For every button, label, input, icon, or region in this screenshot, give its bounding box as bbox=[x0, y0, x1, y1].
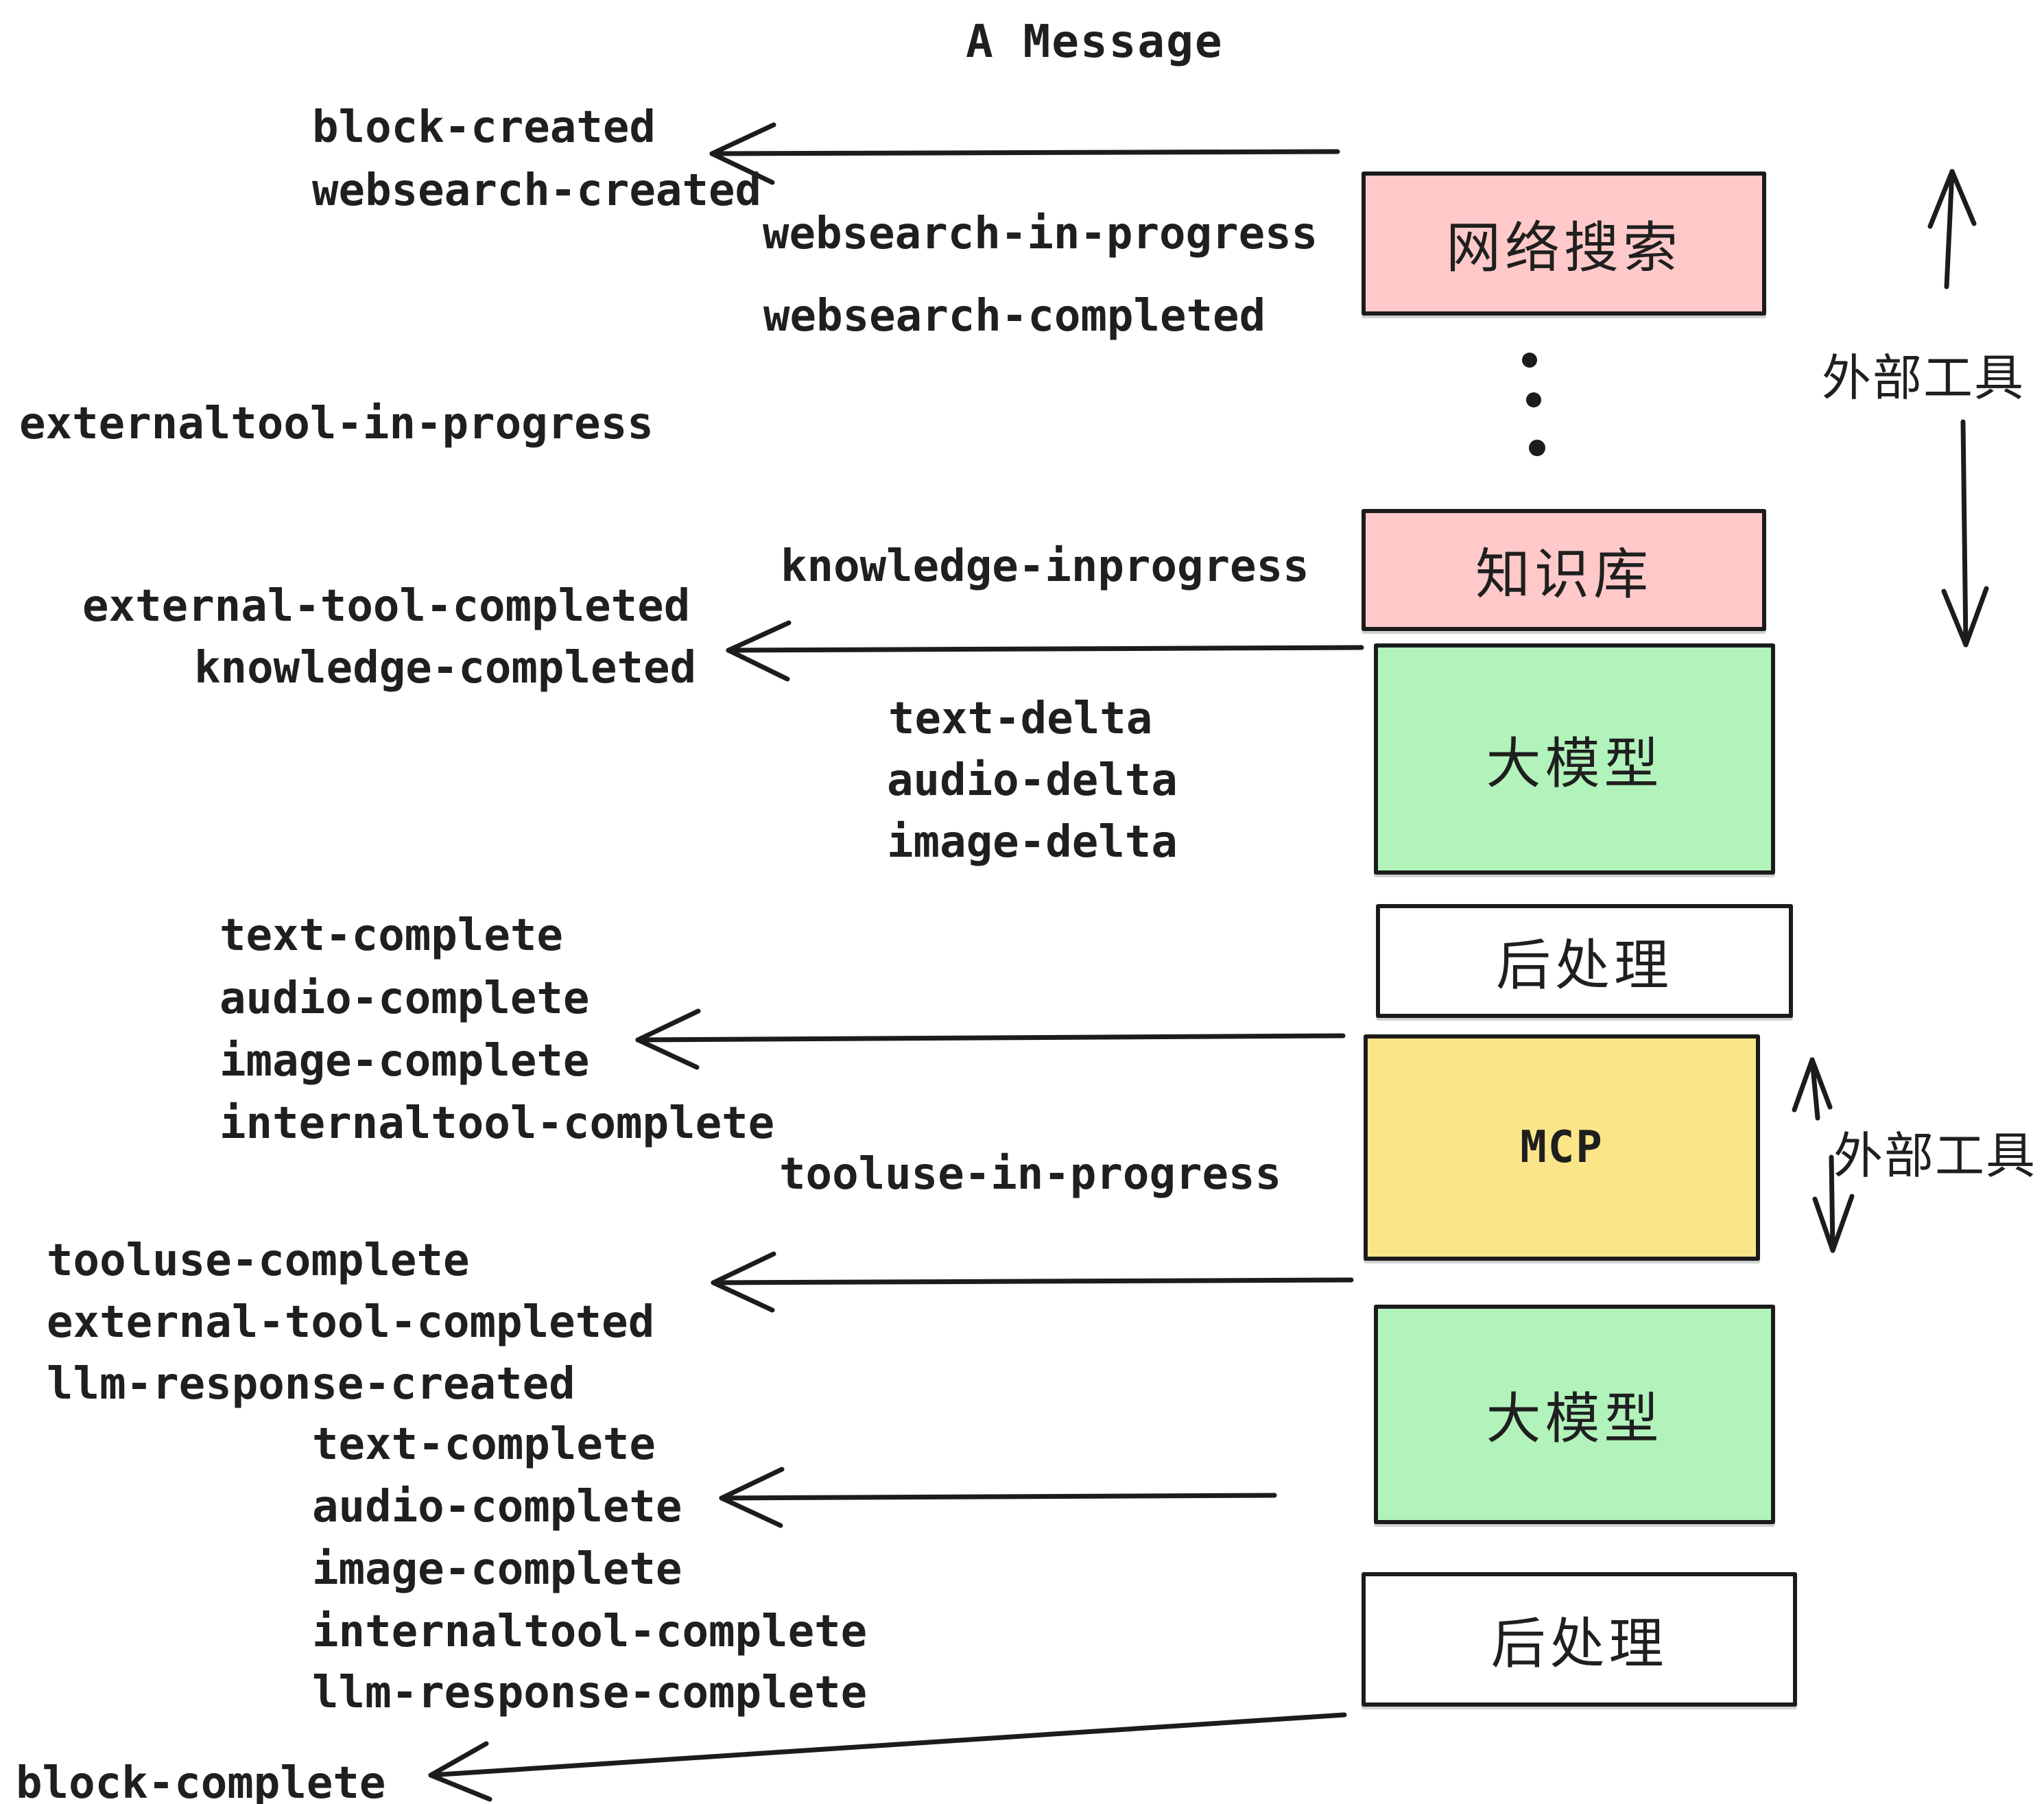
event-label-tooluse-in-progress: tooluse-in-progress bbox=[779, 1149, 1282, 1200]
event-label-audio-complete-2: audio-complete bbox=[312, 1482, 682, 1532]
event-label-text-complete-2: text-complete bbox=[312, 1419, 656, 1470]
event-label-tooluse-complete: tooluse-complete bbox=[47, 1235, 470, 1286]
box-mcp-label: MCP bbox=[1520, 1122, 1604, 1173]
external-tools-down-arrow bbox=[1941, 419, 1989, 648]
event-label-internaltool-complete-2: internaltool-complete bbox=[312, 1606, 868, 1657]
box-llm-1-label: 大模型 bbox=[1486, 731, 1663, 796]
box-postprocess-2: 后处理 bbox=[1362, 1572, 1797, 1707]
event-label-llm-response-complete: llm-response-complete bbox=[312, 1667, 868, 1718]
mcp-external-tools-up-arrow bbox=[1792, 1057, 1833, 1121]
box-knowledge: 知识库 bbox=[1362, 509, 1766, 631]
event-label-image-delta-1: image-delta bbox=[887, 817, 1178, 868]
event-label-text-delta-1: text-delta bbox=[888, 693, 1153, 744]
event-label-externaltool-in-progress: externaltool-in-progress bbox=[19, 399, 654, 449]
event-label-internaltool-complete-1: internaltool-complete bbox=[219, 1098, 775, 1149]
event-label-external-tool-completed-1: external-tool-completed bbox=[82, 581, 691, 632]
box-websearch: 网络搜索 bbox=[1362, 171, 1766, 316]
event-label-image-complete-2: image-complete bbox=[312, 1544, 682, 1595]
event-label-block-complete: block-complete bbox=[16, 1758, 386, 1804]
box-mcp: MCP bbox=[1364, 1034, 1760, 1261]
box-postprocess-1: 后处理 bbox=[1376, 904, 1793, 1018]
box-llm-1: 大模型 bbox=[1374, 643, 1775, 875]
event-label-text-complete-1: text-complete bbox=[219, 910, 563, 961]
box-llm-2-label: 大模型 bbox=[1486, 1387, 1663, 1451]
event-label-websearch-created: websearch-created bbox=[312, 165, 762, 216]
box-llm-2: 大模型 bbox=[1374, 1305, 1775, 1524]
box-postprocess-2-label: 后处理 bbox=[1490, 1612, 1668, 1676]
arrow-to-tooluse-complete bbox=[711, 1251, 1354, 1313]
event-label-image-complete-1: image-complete bbox=[219, 1036, 590, 1087]
side-label-external-tools-1: 外部工具 bbox=[1822, 349, 2025, 407]
event-label-llm-response-created: llm-response-created bbox=[47, 1359, 575, 1410]
event-label-external-tool-completed-2: external-tool-completed bbox=[47, 1297, 655, 1348]
event-label-audio-delta-1: audio-delta bbox=[887, 755, 1178, 806]
event-label-websearch-completed: websearch-completed bbox=[763, 291, 1266, 342]
event-label-audio-complete-1: audio-complete bbox=[219, 973, 590, 1024]
external-tools-up-arrow bbox=[1927, 169, 1977, 289]
arrow-to-block-created bbox=[709, 122, 1340, 185]
event-label-websearch-in-progress: websearch-in-progress bbox=[763, 209, 1318, 259]
vertical-ellipsis-icon bbox=[1522, 353, 1545, 456]
box-knowledge-label: 知识库 bbox=[1475, 543, 1652, 606]
box-websearch-label: 网络搜索 bbox=[1446, 216, 1682, 280]
event-label-block-created: block-created bbox=[312, 102, 656, 153]
arrow-to-knowledge-completed bbox=[726, 620, 1364, 682]
event-label-knowledge-completed: knowledge-completed bbox=[194, 643, 697, 693]
event-label-knowledge-inprogress: knowledge-inprogress bbox=[781, 541, 1309, 592]
diagram-title: A Message bbox=[966, 15, 1224, 68]
side-label-external-tools-2: 外部工具 bbox=[1833, 1127, 2037, 1185]
arrow-to-audio-complete bbox=[719, 1467, 1277, 1528]
box-postprocess-1-label: 后处理 bbox=[1496, 934, 1673, 997]
arrow-to-image-complete bbox=[635, 1008, 1346, 1070]
arrow-to-block-complete bbox=[428, 1712, 1347, 1802]
